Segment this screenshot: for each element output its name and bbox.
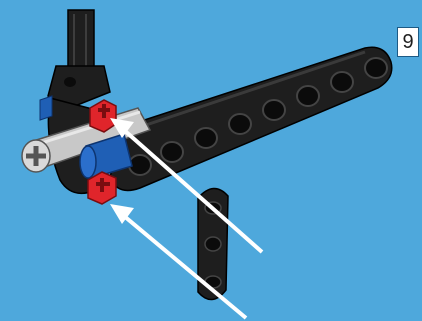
red-bushing-lower (88, 172, 116, 204)
step-number-badge: 9 (397, 27, 419, 57)
long-black-beam (110, 47, 392, 190)
red-bushing-upper (90, 100, 116, 132)
